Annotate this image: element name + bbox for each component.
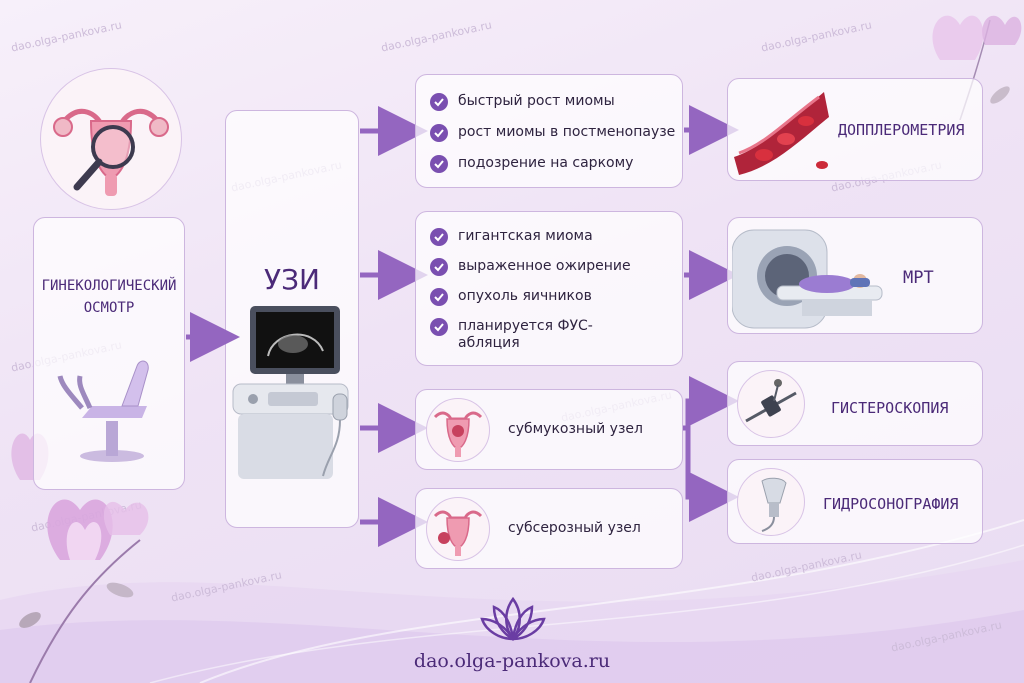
dopplerometry-card: ДОППЛЕРОМЕТРИЯ [727,78,983,181]
uzi-title: УЗИ [264,263,320,296]
list-item-text: опухоль яичников [458,288,592,304]
check-icon [430,258,448,276]
list-item: планируется ФУС-абляция [430,318,682,352]
gyn-chair-icon [57,360,149,462]
list-item-text: выраженное ожирение [458,258,631,274]
flowers-top-right-decor [932,15,1022,120]
gynecological-exam-card: ГИНЕКОЛОГИЧЕСКИЙ ОСМОТР [33,217,185,490]
list-item-text: планируется ФУС-абляция [458,318,593,352]
submucous-node-card: субмукозный узел [415,389,683,470]
list-item-text-line2: абляция [458,335,520,351]
list-item: рост миомы в постменопаузе [430,124,682,142]
check-icon [430,93,448,111]
hydrosonography-title: ГИДРОСОНОГРАФИЯ [823,495,959,513]
mri-card: МРТ [727,217,983,334]
list-item: опухоль яичников [430,288,682,306]
hysteroscopy-card: ГИСТЕРОСКОПИЯ [727,361,983,446]
check-icon [430,155,448,173]
list-item: быстрый рост миомы [430,93,682,111]
lotus-logo-icon [480,596,546,642]
list-item: выраженное ожирение [430,258,682,276]
indications-group-doppler: быстрый рост миомы рост миомы в постмено… [415,74,683,188]
ultrasound-probe-icon [737,468,805,536]
magnolia-flowers-decor [11,433,149,683]
list-item-text: рост миомы в постменопаузе [458,124,676,140]
check-icon [430,228,448,246]
check-icon [430,124,448,142]
exam-title-line2: ОСМОТР [83,300,135,316]
dopplerometry-title: ДОППЛЕРОМЕТРИЯ [838,121,965,139]
list-item-text-line1: планируется ФУС- [458,318,593,334]
footer-site-url: dao.olga-pankova.ru [413,650,611,672]
uterus-magnifier-icon [40,68,182,210]
list-item: гигантская миома [430,228,682,246]
hysteroscope-icon [737,370,805,438]
ultrasound-machine-icon [232,306,349,479]
list-item-text: подозрение на саркому [458,155,634,171]
mri-scanner-icon [732,229,883,329]
exam-title: ГИНЕКОЛОГИЧЕСКИЙ ОСМОТР [34,275,184,319]
list-item-text: гигантская миома [458,228,593,244]
uterus-node-icon [426,398,490,462]
list-item-text: быстрый рост миомы [458,93,615,109]
indications-group-mri: гигантская миома выраженное ожирение опу… [415,211,683,366]
list-item: подозрение на саркому [430,155,682,173]
subserous-node-card: субсерозный узел [415,488,683,569]
exam-title-line1: ГИНЕКОЛОГИЧЕСКИЙ [41,278,177,294]
mri-title: МРТ [903,268,934,288]
blood-vessel-icon [734,92,829,175]
subserous-node-label: субсерозный узел [508,520,641,536]
uterus-node-icon [426,497,490,561]
check-icon [430,288,448,306]
check-icon [430,318,448,336]
hydrosonography-card: ГИДРОСОНОГРАФИЯ [727,459,983,544]
submucous-node-label: субмукозный узел [508,421,643,437]
hysteroscopy-title: ГИСТЕРОСКОПИЯ [831,399,949,417]
